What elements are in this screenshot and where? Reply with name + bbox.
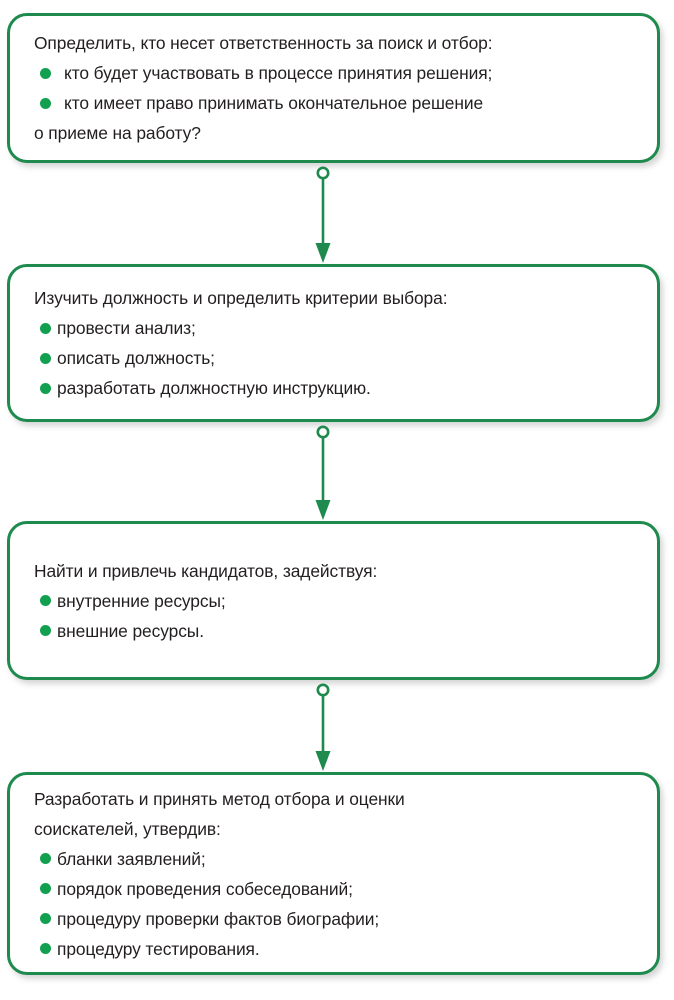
node-3-line-1-text: внутренние ресурсы;	[57, 590, 226, 611]
bullet-icon	[40, 913, 51, 924]
connector-arrow-icon	[315, 500, 331, 520]
connector-start-circle-icon	[316, 425, 330, 439]
node-4-line-0: Разработать и принять метод отбора и оце…	[34, 788, 405, 809]
node-2-line-0: Изучить должность и определить критерии …	[34, 288, 448, 308]
node-4-line-4-text: процедуру проверки фактов биографии;	[57, 908, 380, 929]
flowchart-node-3[interactable]: Найти и привлечь кандидатов, задействуя:…	[7, 521, 660, 680]
connector-2	[305, 422, 345, 521]
node-4-line-4: процедуру проверки фактов биографии;	[34, 904, 635, 934]
flowchart-node-1[interactable]: Определить, кто несет ответственность за…	[7, 13, 660, 163]
node-2-line-1-text: провести анализ;	[57, 318, 196, 338]
bullet-icon	[40, 883, 51, 894]
bullet-icon	[40, 352, 51, 364]
flowchart-node-4[interactable]: Разработать и принять метод отбора и оце…	[7, 772, 660, 975]
node-4-line-3-text: порядок проведения собеседований;	[57, 878, 353, 899]
node-4-line-2: бланки заявлений;	[34, 844, 635, 874]
node-2-line-3: разработать должностную инструкцию.	[34, 373, 635, 403]
node-4-line-3: порядок проведения собеседований;	[34, 874, 635, 904]
node-1-line-0: Определить, кто несет ответственность за…	[34, 33, 493, 53]
node-4-line-5-text: процедуру тестирования.	[57, 938, 260, 959]
bullet-icon	[40, 595, 51, 606]
node-4-line-5: процедуру тестирования.	[34, 934, 635, 964]
bullet-icon	[40, 322, 51, 334]
node-1-body: Определить, кто несет ответственность за…	[10, 28, 657, 148]
bullet-icon	[40, 853, 51, 864]
connector-arrow-icon	[315, 751, 331, 771]
bullet-icon	[40, 943, 51, 954]
connector-start-circle-icon	[316, 683, 330, 697]
connector-arrow-icon	[315, 243, 331, 263]
node-1-line-1: кто будет участвовать в процессе приняти…	[34, 58, 635, 88]
connector-3	[305, 680, 345, 772]
node-4-body: Разработать и принять метод отбора и оце…	[10, 784, 657, 964]
node-3-line-2: внешние ресурсы.	[34, 616, 635, 646]
node-3-line-2-text: внешние ресурсы.	[57, 620, 204, 641]
bullet-icon	[40, 625, 51, 636]
node-2-body: Изучить должность и определить критерии …	[10, 283, 657, 403]
node-3-body: Найти и привлечь кандидатов, задействуя:…	[10, 556, 657, 646]
node-4-line-1: соискателей, утвердив:	[34, 818, 221, 839]
node-1-line-1-text: кто будет участвовать в процессе приняти…	[64, 63, 493, 83]
node-2-line-3-text: разработать должностную инструкцию.	[57, 378, 371, 398]
connector-1	[305, 163, 345, 264]
node-2-line-1: провести анализ;	[34, 313, 635, 343]
node-1-line-2-text: кто имеет право принимать окончательное …	[64, 93, 484, 113]
bullet-icon	[40, 67, 51, 79]
node-3-line-1: внутренние ресурсы;	[34, 586, 635, 616]
node-2-line-2-text: описать должность;	[57, 348, 215, 368]
node-1-line-3: о приеме на работу?	[34, 123, 201, 143]
node-2-line-2: описать должность;	[34, 343, 635, 373]
bullet-icon	[40, 382, 51, 394]
node-4-line-2-text: бланки заявлений;	[57, 848, 206, 869]
node-3-line-0: Найти и привлечь кандидатов, задействуя:	[34, 560, 378, 581]
node-1-line-2: кто имеет право принимать окончательное …	[34, 88, 635, 118]
bullet-icon	[40, 97, 51, 109]
connector-start-circle-icon	[316, 166, 330, 180]
flowchart-node-2[interactable]: Изучить должность и определить критерии …	[7, 264, 660, 422]
